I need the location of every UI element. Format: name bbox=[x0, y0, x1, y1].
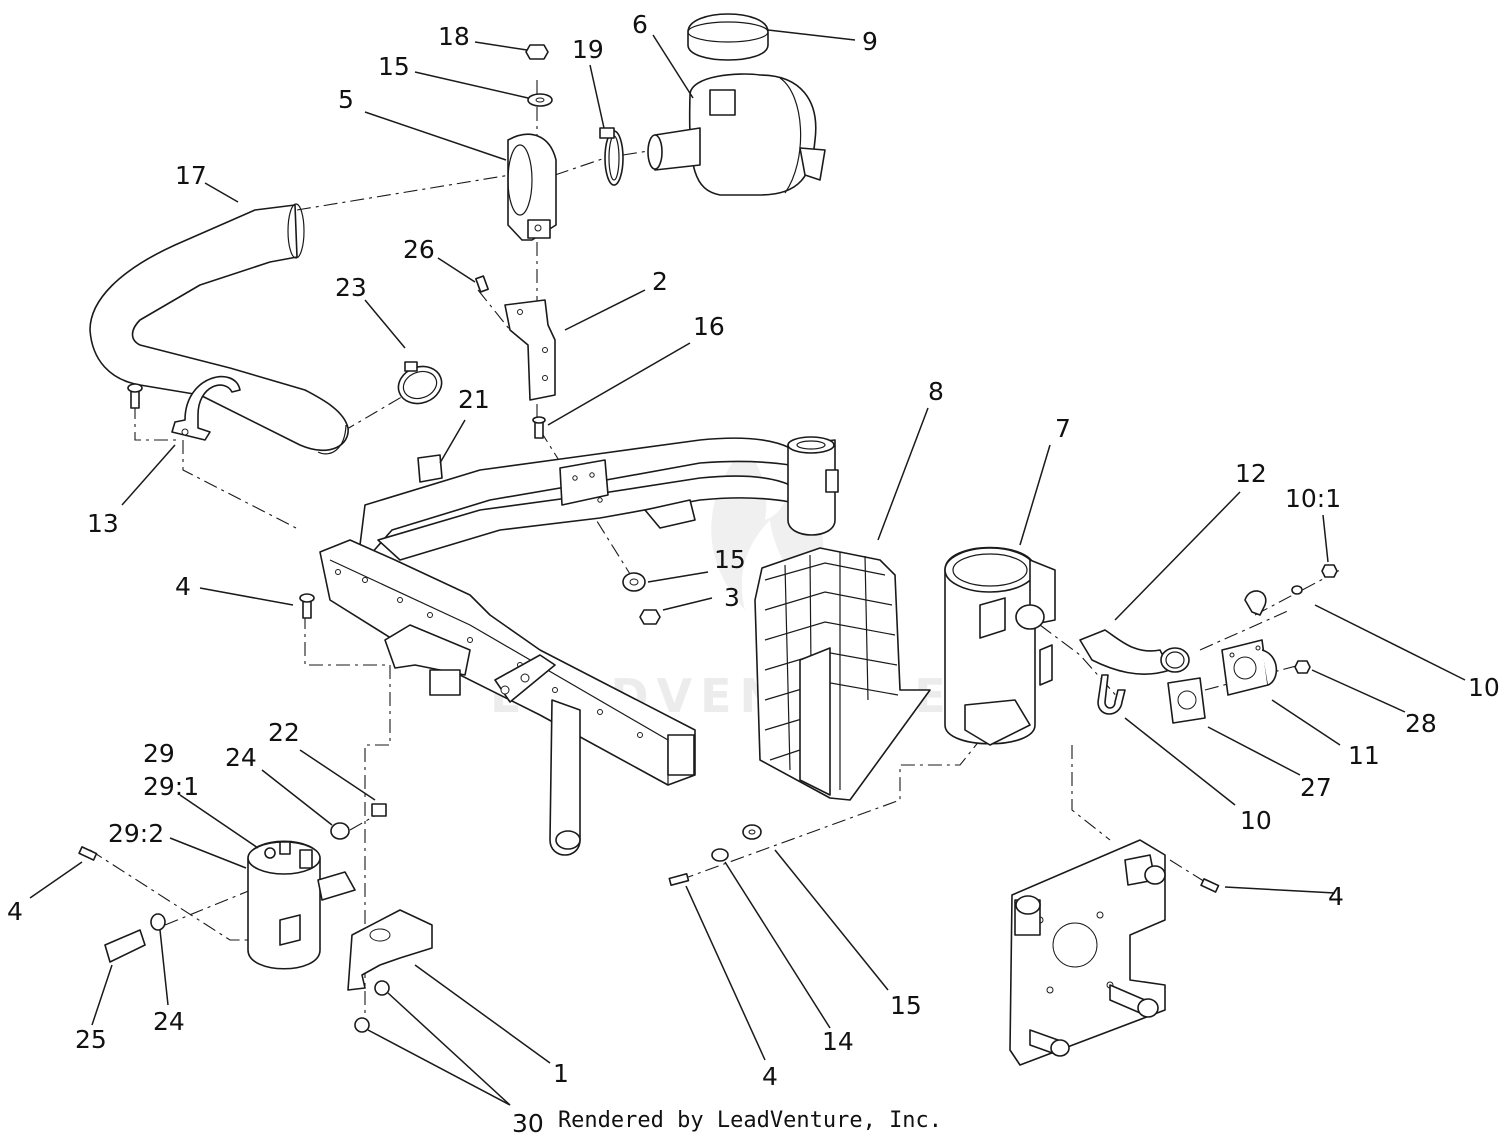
bolt-4-left bbox=[78, 846, 98, 861]
callout-24-bottom: 24 bbox=[153, 1007, 185, 1036]
callout-17: 17 bbox=[175, 161, 207, 190]
callout-27: 27 bbox=[1300, 773, 1332, 802]
fuel-line-22 bbox=[371, 803, 387, 817]
nut-18 bbox=[525, 44, 549, 60]
callout-22: 22 bbox=[268, 718, 300, 747]
screw-16 bbox=[532, 416, 546, 439]
bolt-4-plate bbox=[1200, 878, 1220, 893]
callout-29: 29 bbox=[143, 739, 175, 768]
callout-10-ubolt: 10 bbox=[1240, 806, 1272, 835]
fitting-24-bottom bbox=[150, 913, 166, 931]
clip-10-1 bbox=[1244, 564, 1338, 616]
callout-29-2: 29:2 bbox=[108, 819, 164, 848]
callout-30: 30 bbox=[512, 1109, 544, 1138]
callout-7: 7 bbox=[1055, 414, 1071, 443]
callout-13: 13 bbox=[87, 509, 119, 538]
hose-clamp-23 bbox=[397, 361, 443, 405]
callout-28: 28 bbox=[1405, 709, 1437, 738]
callout-10-1: 10:1 bbox=[1285, 484, 1341, 513]
fuel-filter bbox=[247, 840, 356, 970]
nut-28 bbox=[1294, 660, 1311, 674]
callout-26: 26 bbox=[403, 235, 435, 264]
air-cleaner bbox=[647, 73, 826, 196]
callout-16: 16 bbox=[693, 312, 725, 341]
callout-4-left: 4 bbox=[7, 897, 23, 926]
callout-29-1: 29:1 bbox=[143, 772, 199, 801]
callout-15: 15 bbox=[378, 52, 410, 81]
callout-3: 3 bbox=[724, 583, 740, 612]
bracket-2 bbox=[504, 299, 556, 401]
air-cleaner-cap bbox=[687, 13, 769, 61]
decal-21 bbox=[417, 454, 443, 483]
callout-15-lower: 15 bbox=[890, 991, 922, 1020]
callout-2: 2 bbox=[652, 267, 668, 296]
nut-3 bbox=[639, 609, 661, 625]
callouts: 18 15 19 6 9 5 17 26 2 23 16 21 8 7 12 1… bbox=[7, 10, 1500, 1138]
muffler bbox=[944, 546, 1056, 746]
callout-4-lower: 4 bbox=[762, 1062, 778, 1091]
callout-10-right: 10 bbox=[1468, 673, 1500, 702]
callout-14: 14 bbox=[822, 1027, 854, 1056]
callout-23: 23 bbox=[335, 273, 367, 302]
mount-bracket bbox=[347, 909, 433, 991]
hose-clamp-19 bbox=[599, 127, 624, 186]
bolt-4-lower bbox=[668, 873, 690, 887]
washer-15-mid bbox=[622, 572, 646, 592]
callout-6: 6 bbox=[632, 10, 648, 39]
callout-24-top: 24 bbox=[225, 743, 257, 772]
callout-18: 18 bbox=[438, 22, 470, 51]
gasket bbox=[1167, 677, 1206, 724]
lock-washer-14 bbox=[711, 848, 729, 862]
callout-4-frame: 4 bbox=[175, 572, 191, 601]
callout-4-plate: 4 bbox=[1328, 882, 1344, 911]
callout-12: 12 bbox=[1235, 459, 1267, 488]
hose-strap bbox=[171, 375, 241, 441]
nut-30-upper bbox=[374, 980, 390, 996]
frame-assembly bbox=[319, 539, 696, 856]
callout-11: 11 bbox=[1348, 741, 1380, 770]
exhaust-elbow bbox=[1079, 629, 1190, 675]
exhaust-pipe bbox=[359, 436, 839, 561]
fuel-line-25 bbox=[104, 929, 146, 963]
callout-21: 21 bbox=[458, 385, 490, 414]
leader-lines bbox=[29, 29, 1466, 1106]
u-bolt bbox=[1097, 674, 1126, 715]
air-cleaner-bracket bbox=[507, 133, 557, 241]
fitting-24-top bbox=[330, 822, 350, 840]
callout-8: 8 bbox=[928, 377, 944, 406]
callout-15-mid: 15 bbox=[714, 545, 746, 574]
footer-credit: Rendered by LeadVenture, Inc. bbox=[557, 1108, 943, 1133]
nut-30-lower bbox=[354, 1017, 370, 1033]
callout-9: 9 bbox=[862, 27, 878, 56]
intake-hose bbox=[89, 203, 349, 455]
callout-5: 5 bbox=[338, 85, 354, 114]
exhaust-flange bbox=[1221, 639, 1278, 696]
muffler-guard bbox=[754, 547, 931, 801]
mount-plate bbox=[1009, 839, 1166, 1066]
bolt-4-frame bbox=[299, 593, 315, 619]
washer-15-lower bbox=[742, 824, 762, 840]
bolt-13 bbox=[127, 383, 143, 409]
callout-25: 25 bbox=[75, 1025, 107, 1054]
screw-26 bbox=[475, 275, 489, 293]
callout-19: 19 bbox=[572, 35, 604, 64]
callout-1: 1 bbox=[553, 1059, 569, 1088]
washer-15-top bbox=[527, 93, 553, 107]
